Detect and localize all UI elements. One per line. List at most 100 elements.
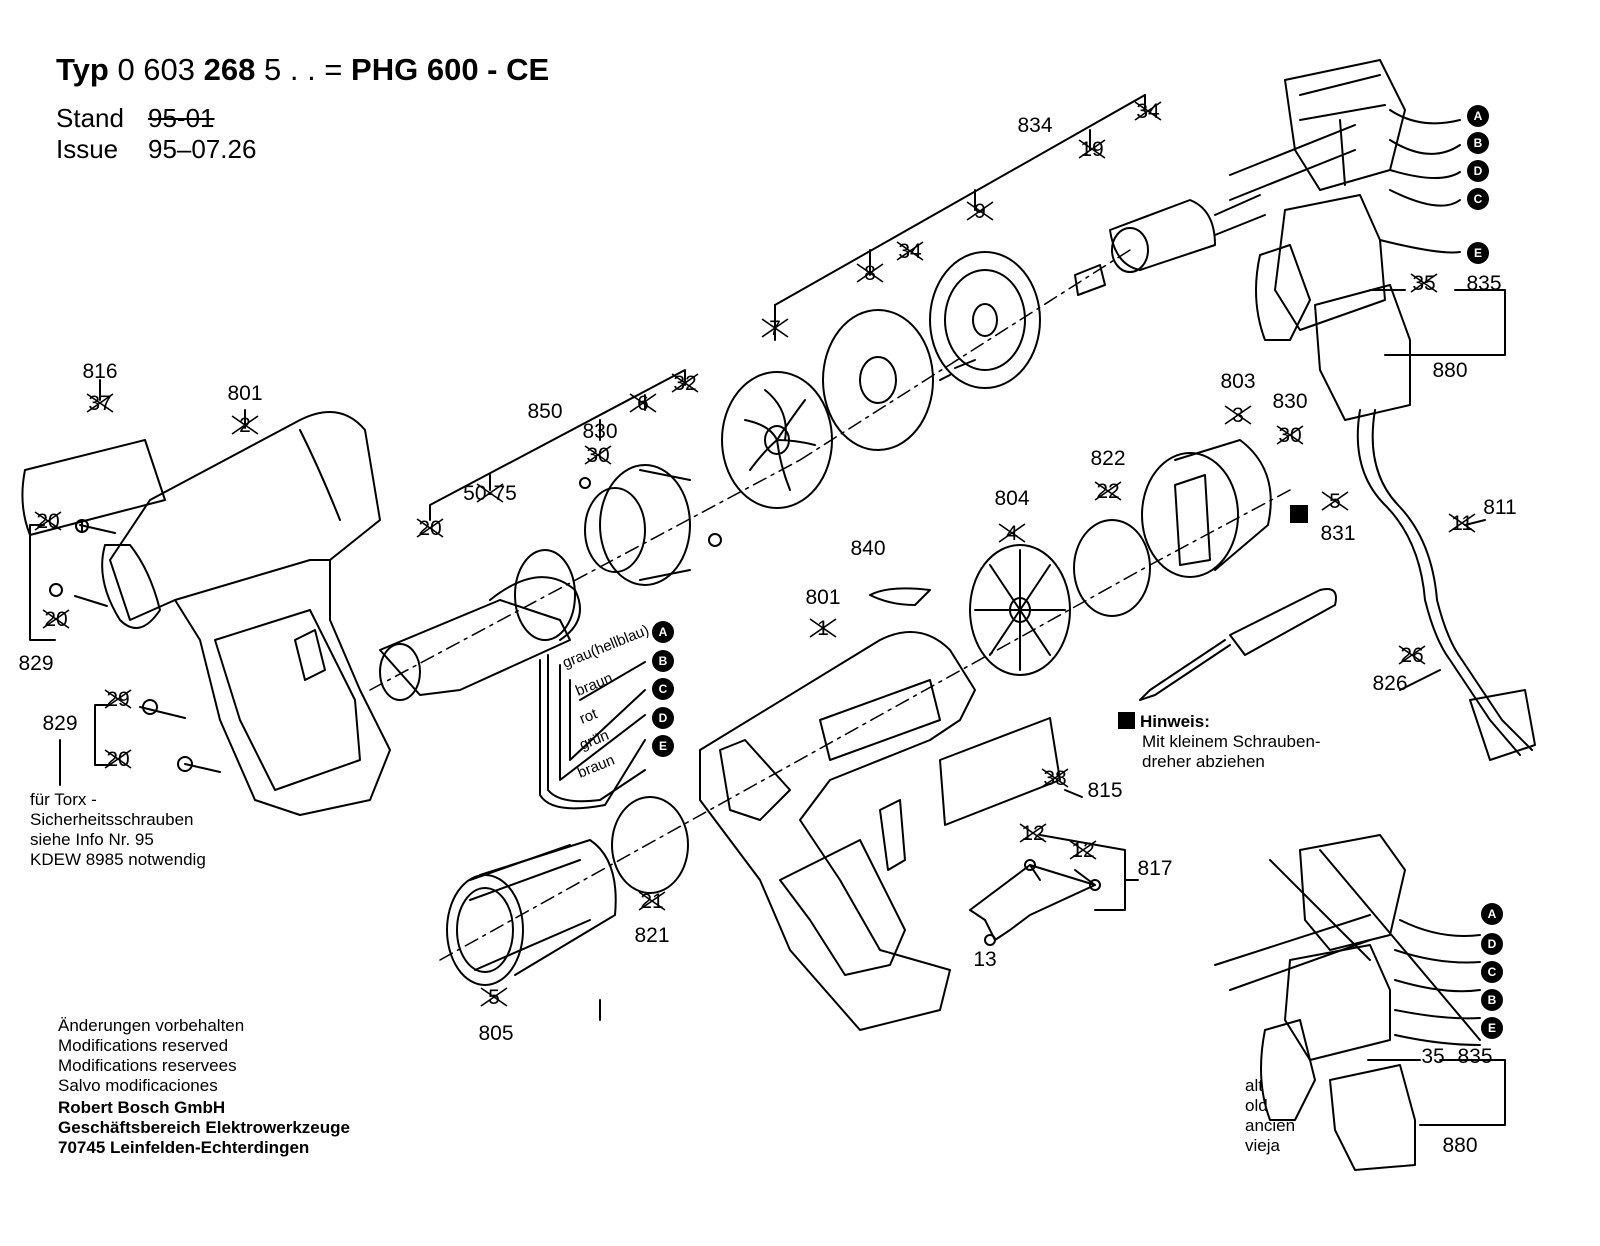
part-label: 817 [1137,857,1172,880]
connector-letter: E [1474,246,1482,260]
part-label: 35 [1421,1045,1444,1068]
housing-half-left [101,411,391,816]
model-name: PHG 600 - CE [351,52,550,87]
part-label: 821 [634,924,669,947]
part-label: 816 [82,360,117,383]
part-label: 805 [478,1022,513,1045]
connector-circle [1467,188,1489,210]
hinweis-marker [1290,505,1308,523]
connector-circle [652,621,674,643]
part-label: 850 [527,400,562,423]
switch-assembly-old [1214,834,1481,1171]
part-number-labels: 81637801220208292920829850830306322050-7… [18,100,1516,1157]
superseded-mark [896,241,924,261]
torx-note: für Torx - Sicherheitsschrauben siehe In… [30,790,206,870]
superseded-mark [1069,840,1097,860]
superseded-mark [1019,823,1047,843]
part-label: 830 [1272,390,1307,413]
superseded-mark [671,373,699,393]
insulation-disc [822,309,934,451]
connector-circle [652,678,674,700]
superseded-mark [998,523,1026,543]
hinweis-line: dreher abziehen [1142,752,1265,771]
part-label: 829 [18,652,53,675]
part-label: 801 [805,586,840,609]
retaining-rings [611,519,1151,894]
leader-lines [29,94,1506,1126]
superseded-mark [42,609,70,629]
footer-modifications: Änderungen vorbehalten Modifications res… [58,1016,244,1096]
superseded-mark [966,201,994,221]
part-label: 804 [994,487,1029,510]
part-label: 803 [1220,370,1255,393]
connector-letter: C [1488,965,1497,979]
hinweis-note: Hinweis: Mit kleinem Schrauben- dreher a… [1118,712,1321,772]
superseded-mark [1448,513,1476,533]
superseded-mark [584,445,612,465]
superseded-mark [1134,101,1162,121]
connector-letter: E [1488,1021,1496,1035]
typ-number: 268 [203,52,256,87]
stand-row: Stand 95-01 [56,103,215,134]
superseded-mark [1078,139,1106,159]
hinweis-square-icon [1118,712,1135,729]
motor-34 [1074,194,1266,296]
wire-label: braun [575,752,617,782]
connector-circle [1481,903,1503,925]
typ-label: Typ [56,52,109,87]
stand-817 [969,859,1101,946]
footer-company-line: 70745 Leinfelden-Echterdingen [58,1138,310,1157]
wire-bundle [539,654,646,810]
torx-note-line: Sicherheitsschrauben [30,810,194,829]
footer-company-line: Geschäftsbereich Elektrowerkzeuge [58,1118,350,1137]
hinweis-line: Mit kleinem Schrauben- [1142,732,1321,751]
wire-label: grün [577,727,611,754]
issue-row: Issue 95–07.26 [56,134,256,165]
wire-label: braun [573,670,615,700]
part-label: 830 [582,420,617,443]
torx-note-line: KDEW 8985 notwendig [30,850,206,869]
part-label: 840 [850,537,885,560]
footer-line: Salvo modificaciones [58,1076,218,1095]
superseded-mark [1094,481,1122,501]
connector-letter: A [1488,907,1497,921]
wire-label: rot [577,705,600,728]
superseded-mark [416,518,444,538]
part-plate-816 [21,439,166,536]
superseded-mark [1398,645,1426,665]
part-label: 880 [1432,359,1467,382]
torx-note-line: siehe Info Nr. 95 [30,830,154,849]
footer-company: Robert Bosch GmbH Geschäftsbereich Elekt… [58,1098,350,1158]
hinweis-title: Hinweis: [1140,712,1210,731]
old-version-note: alt old ancien vieja [1245,1076,1295,1156]
superseded-mark [629,393,657,413]
connector-circle [1467,132,1489,154]
superseded-mark [1041,768,1069,788]
connector-circle [1467,160,1489,182]
part-label: 835 [1466,272,1501,295]
part-label: 826 [1372,672,1407,695]
connector-circle [652,650,674,672]
old-version-line: ancien [1245,1116,1296,1135]
connector-letter: B [1488,993,1497,1007]
stand-value: 95-01 [148,103,215,133]
heating-tube-850 [379,549,581,701]
connector-letter: A [659,625,668,639]
superseded-mark [480,987,508,1007]
old-version-line: alt [1245,1076,1263,1095]
connector-letter: B [659,654,668,668]
power-cable [1356,409,1536,761]
superseded-mark [761,318,789,338]
part-label: 834 [1017,114,1052,137]
part-label: 831 [1320,522,1355,545]
superseded-mark [86,393,114,413]
part-label: 811 [1483,496,1516,519]
superseded-mark [34,511,62,531]
screws-829 [49,519,221,773]
axis-lines [369,249,1291,961]
connector-letter: D [659,711,668,725]
old-version-line: old [1245,1096,1268,1115]
stand-label: Stand [56,103,124,133]
part-label: 880 [1442,1134,1477,1157]
